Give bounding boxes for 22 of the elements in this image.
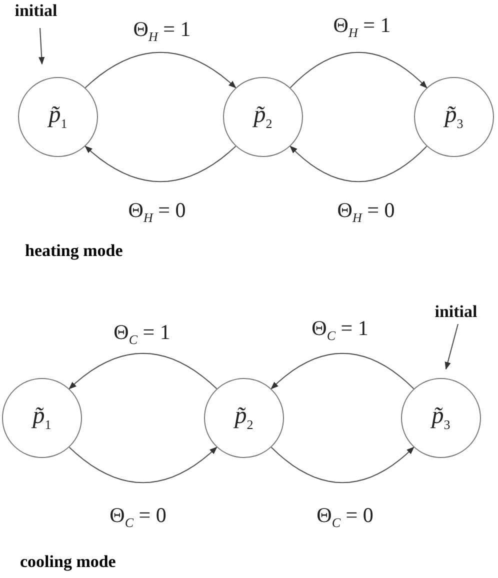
state-circle	[223, 77, 303, 157]
state-label: p̃$_{3}$	[444, 102, 464, 132]
leader-line	[444, 324, 459, 370]
state-label: p̃$_{2}$	[234, 403, 254, 433]
state-label: p̃$_{3}$	[432, 403, 450, 433]
transition-arrow	[290, 146, 428, 182]
transition-arrow	[68, 446, 218, 484]
transition-arrow	[290, 52, 428, 88]
annotation-label: initial	[425, 301, 487, 323]
state-label: p̃$_{1}$	[32, 403, 52, 433]
transition-arrow	[270, 352, 414, 390]
annotation-label: initial	[5, 0, 67, 22]
mode-caption: cooling mode	[20, 552, 116, 572]
mode-caption: heating mode	[25, 241, 123, 261]
state-label: p̃$_{1}$	[48, 102, 68, 132]
leader-line	[38, 28, 45, 65]
transition-arrow	[84, 52, 236, 88]
transition-arrow	[68, 352, 218, 390]
state-circle	[204, 378, 284, 458]
transition-arrow	[84, 146, 236, 182]
state-label: p̃$_{2}$	[254, 102, 272, 132]
transition-arrow	[270, 446, 414, 484]
